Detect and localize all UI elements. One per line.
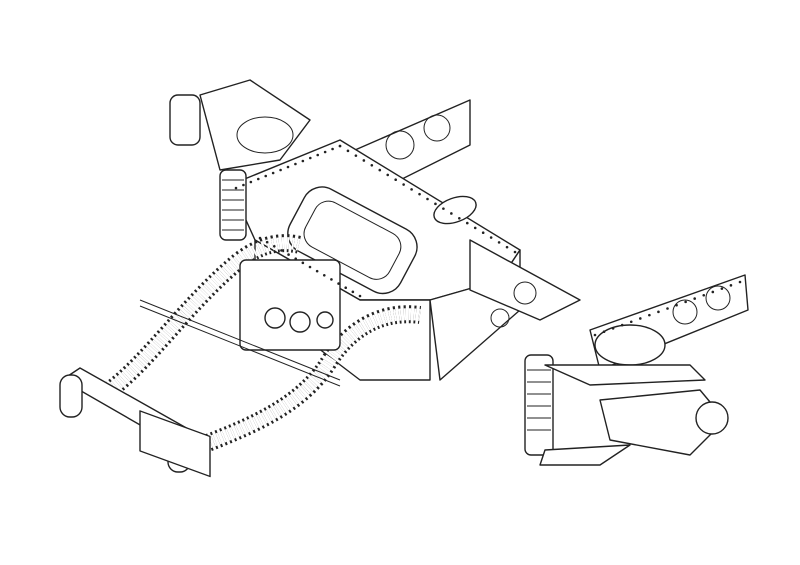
rivet-dot [370,163,374,167]
rivet-dot [693,297,696,300]
rivet-dot [378,168,382,172]
rivet-dot [720,287,724,290]
rivet-dot [497,241,501,244]
rivet-dot [473,226,477,230]
rivet-dots [234,144,742,337]
detail-suspension-unit [524,274,749,466]
rivet-dot [271,171,275,175]
rivet-dot [434,202,437,206]
rivet-dot [272,244,276,248]
rivet-dot [465,221,469,225]
rivet-dot [675,303,678,307]
rivet-dot [322,273,326,277]
rivet-dot [330,278,333,281]
rivet-dot [489,236,493,239]
rivet-dot [234,186,238,190]
front-cross-frame [59,299,341,478]
rivet-dot [256,177,260,181]
rivet-dot [280,249,283,252]
front-suspension [169,79,311,241]
rivet-dot [265,240,269,244]
rivet-dot [426,197,429,201]
rivet-dot [386,173,390,177]
rivet-dot [279,168,282,172]
rivet-dot [287,253,290,256]
rivet-dot [338,144,342,148]
rivet-dot [301,261,305,265]
rivet-dot [513,250,517,254]
rivet-dot [331,147,334,151]
rivet-dot [442,207,445,210]
rivet-dot [481,231,485,235]
rivet-dot [648,313,651,317]
rivet-dot [242,183,245,187]
rivet-dot [394,178,397,182]
rivet-dot [657,310,660,314]
rivet-dot [354,154,358,157]
rivet-dot [729,284,733,287]
rivet-dot [711,290,715,294]
rivet-dot [666,307,669,310]
rivet-dot [258,236,262,240]
rivet-dot [264,174,268,178]
rivet-dot [450,212,453,215]
rivet-dot [629,320,633,324]
rivet-dot [346,149,350,153]
rivet-dot [611,327,615,330]
rivet-dot [684,300,687,304]
rivet-dot [249,180,253,184]
rivet-dot [294,162,297,166]
rivet-dot [308,265,312,269]
rivet-dot [337,282,340,285]
rivet-dot [294,257,298,261]
rivet-dot [358,294,362,298]
rivet-dot [602,330,606,333]
engine-block [239,259,341,351]
rivet-dot [323,150,327,154]
rivet-dot [505,245,509,249]
rivet-dot [738,280,742,284]
rivet-dot [620,323,624,327]
rivet-dot [418,192,421,196]
rivet-dot [316,153,320,157]
side-plate [469,239,581,328]
rivet-dot [301,159,305,163]
rivet-dot [308,156,312,160]
rivet-dot [362,159,366,162]
rivet-dot [344,286,348,290]
rivet-dot [639,317,642,320]
rivet-dot [593,333,597,337]
rivet-dot [286,165,290,169]
rivet-dot [410,188,413,191]
exhaust-pipes [104,234,422,459]
rivet-dot [702,293,706,297]
rivet-dot [315,269,319,273]
mount-blocks [139,410,211,478]
rivet-dot [351,290,355,294]
rivet-dot [458,216,461,220]
rivet-dot [402,183,405,186]
